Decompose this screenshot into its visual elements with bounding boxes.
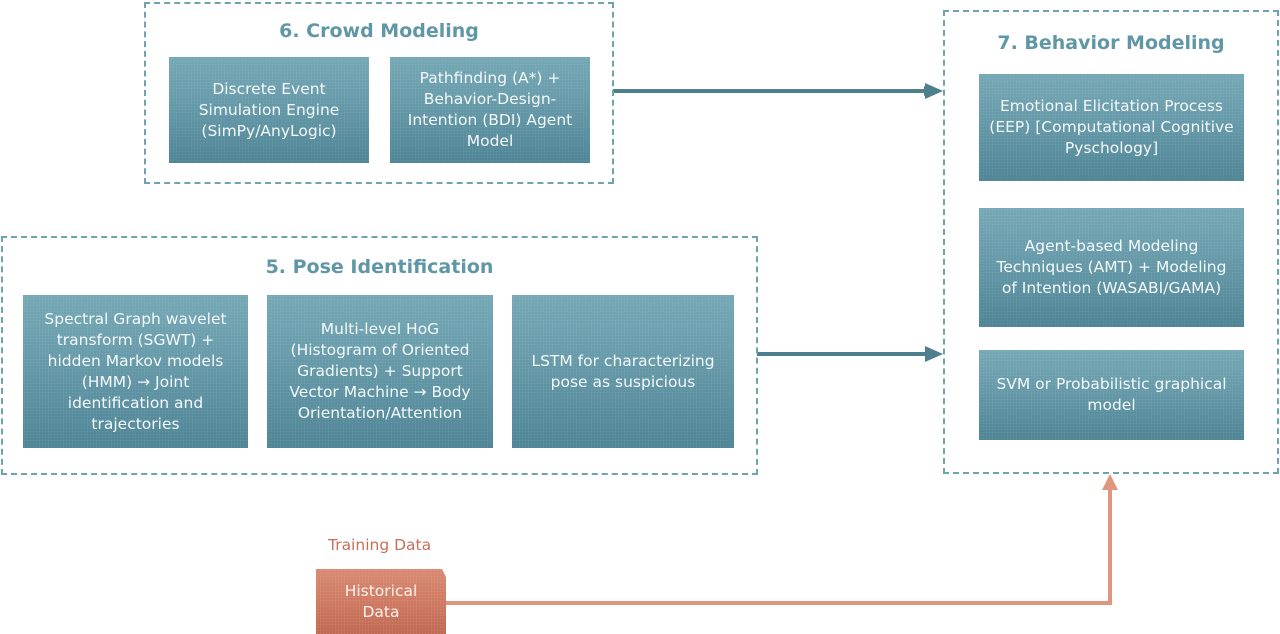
training-data-label: Training Data	[328, 536, 432, 554]
behavior-modeling-title: 7. Behavior Modeling	[997, 32, 1225, 54]
pose-identification-title: 5. Pose Identification	[265, 256, 494, 278]
pose-box-hog: Multi-level HoG (Histogram of Oriented G…	[267, 295, 493, 448]
arrowhead-pose	[925, 346, 943, 362]
arrowhead-crowd	[925, 83, 943, 99]
behavior-box-amt: Agent-based Modeling Techniques (AMT) + …	[979, 208, 1244, 327]
pose-identification-group: 5. Pose Identification	[1, 236, 758, 475]
arrowhead-training	[1102, 474, 1118, 490]
behavior-box-svm: SVM or Probabilistic graphical model	[979, 350, 1244, 440]
behavior-modeling-group: 7. Behavior Modeling	[943, 10, 1279, 474]
behavior-box-eep: Emotional Elicitation Process (EEP) [Com…	[979, 74, 1244, 181]
crowd-modeling-group: 6. Crowd Modeling	[144, 2, 614, 184]
crowd-box-discrete-event: Discrete Event Simulation Engine (SimPy/…	[169, 57, 369, 163]
crowd-modeling-title: 6. Crowd Modeling	[279, 20, 479, 42]
historical-data-box: Historical Data	[316, 569, 446, 634]
pose-box-lstm: LSTM for characterizing pose as suspicio…	[512, 295, 734, 448]
crowd-box-pathfinding: Pathfinding (A*) + Behavior-Design-Inten…	[390, 57, 590, 163]
pose-box-sgwt: Spectral Graph wavelet transform (SGWT) …	[23, 295, 248, 448]
arrow-training-to-behavior	[445, 488, 1112, 605]
